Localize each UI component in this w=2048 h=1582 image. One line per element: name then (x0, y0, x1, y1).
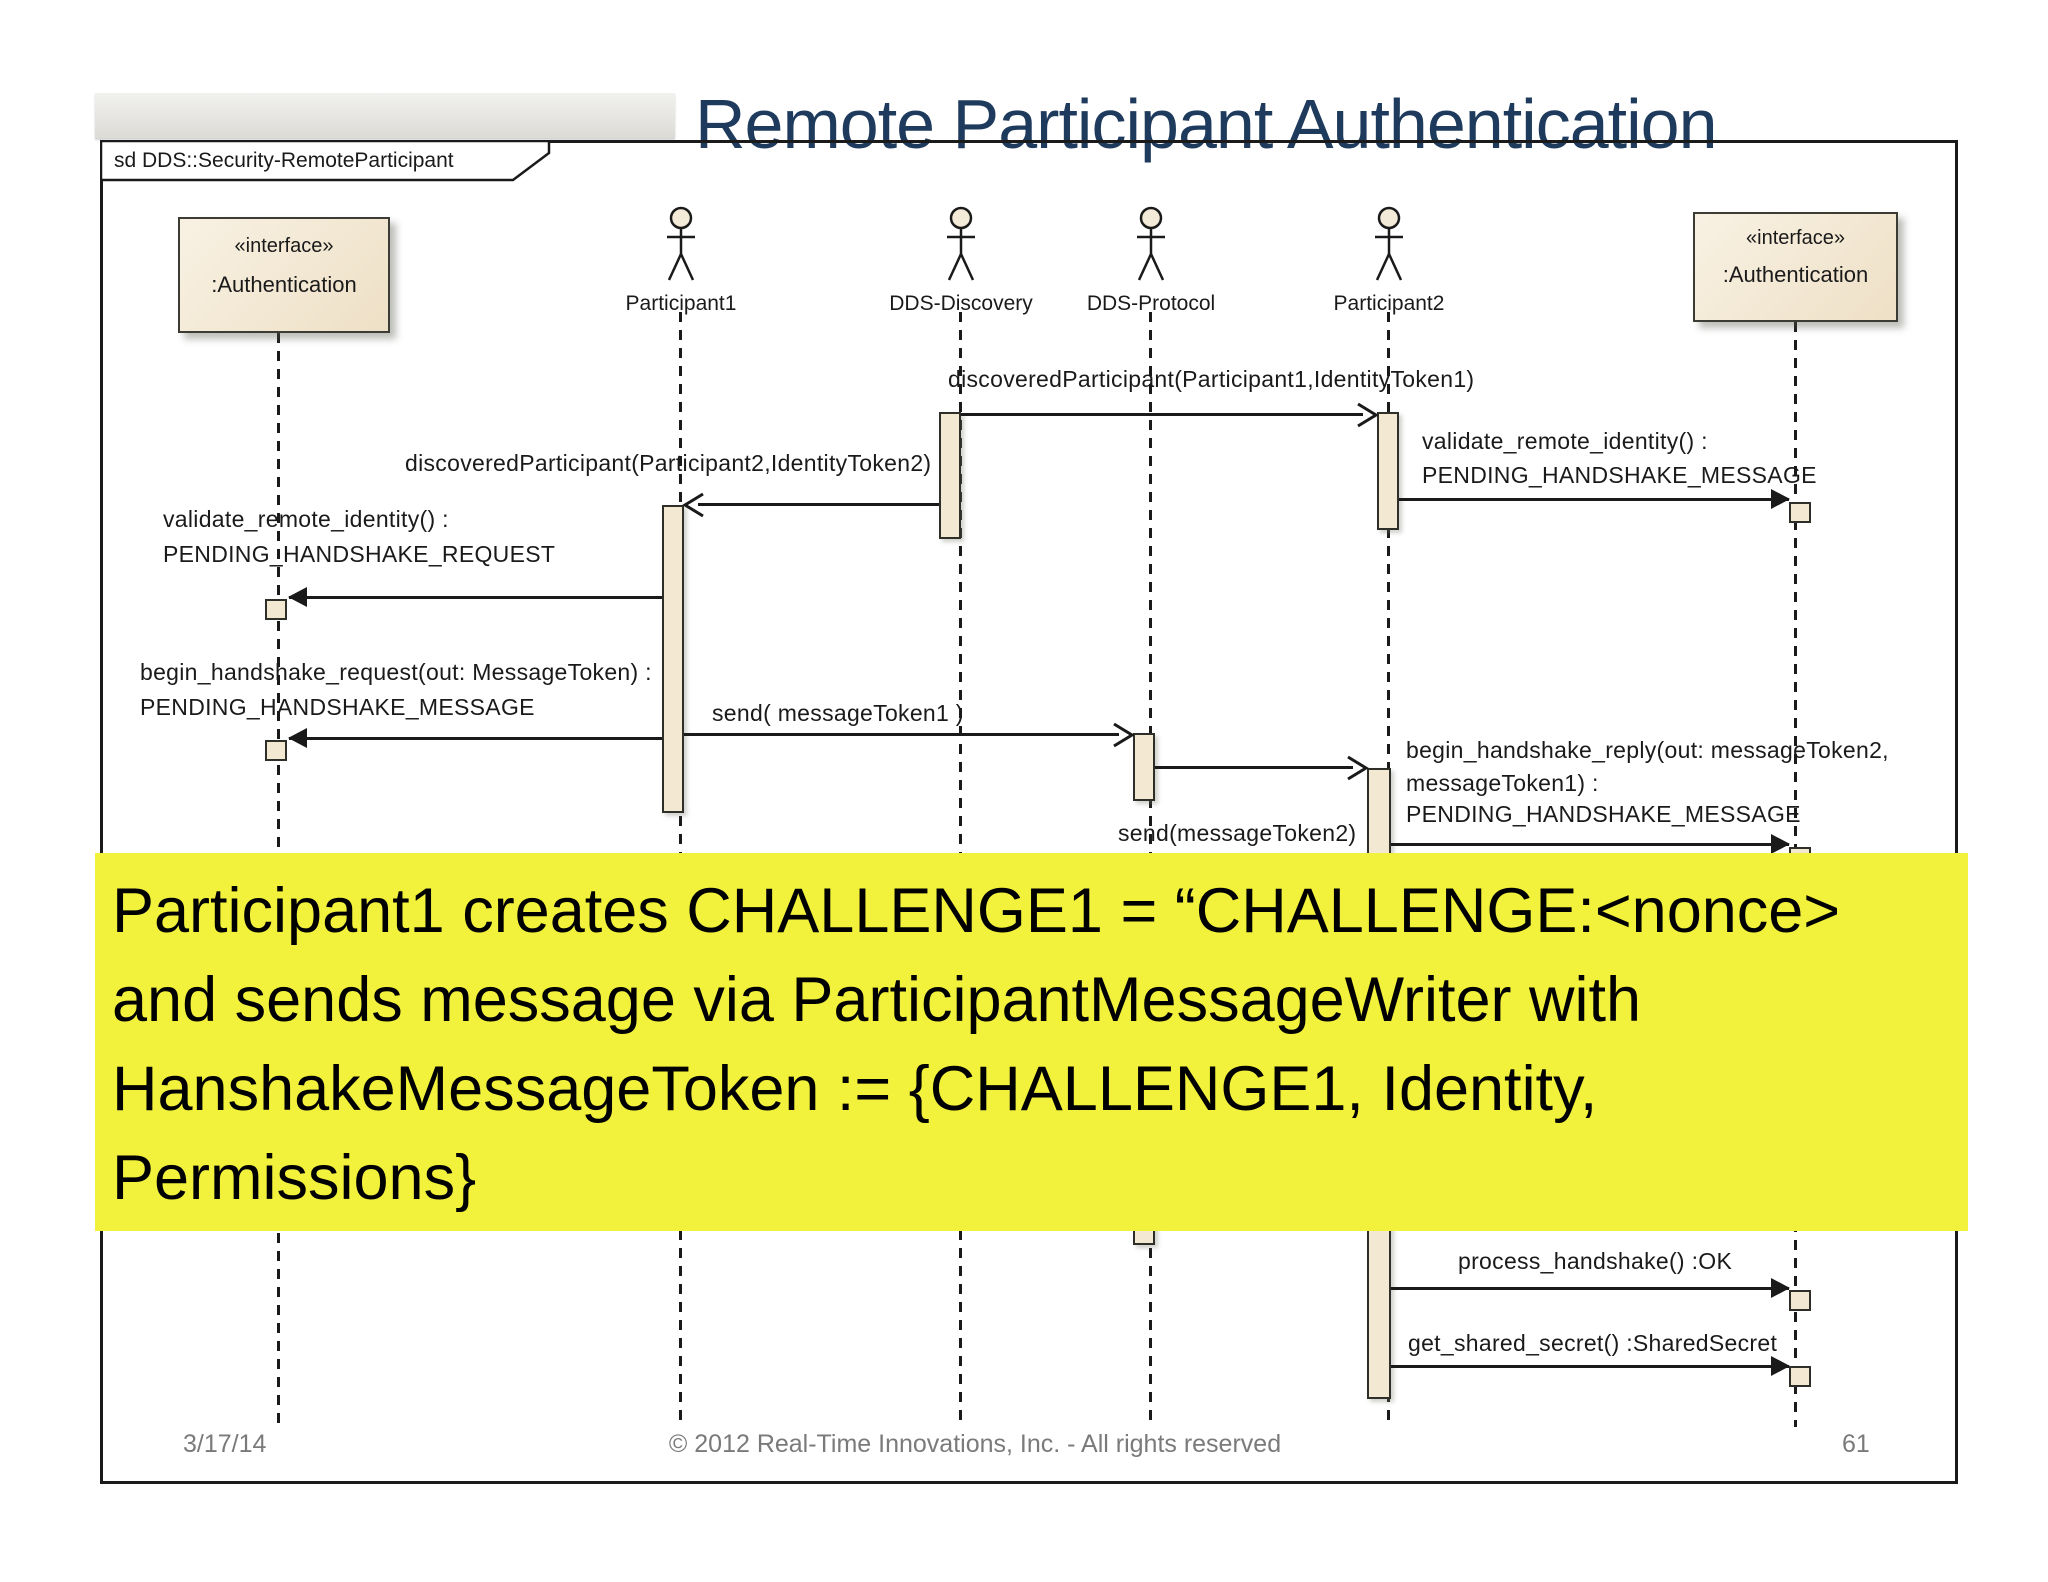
activation-auth-right-1 (1789, 502, 1811, 523)
message-label: send(messageToken2) (1118, 820, 1357, 846)
message-label: PENDING_HANDSHAKE_REQUEST (163, 541, 556, 567)
activation-auth-right-4 (1789, 1366, 1811, 1387)
message-label: discoveredParticipant(Participant2,Ident… (405, 450, 932, 476)
activation-dds-discovery (939, 412, 961, 539)
activation-auth-right-3 (1789, 1290, 1811, 1311)
arrow-begin-handshake-request (288, 726, 662, 752)
actor-label-participant2: Participant2 (1333, 292, 1445, 315)
arrow-send-messagetoken1 (684, 722, 1135, 748)
stereotype-label: «interface» (234, 235, 334, 257)
annotation-note: Participant1 creates CHALLENGE1 = “CHALL… (95, 853, 1968, 1231)
actor-icon-dds-discovery (947, 206, 975, 281)
message-label: PENDING_HANDSHAKE_MESSAGE (1406, 801, 1801, 827)
message-label: validate_remote_identity() : (1422, 428, 1708, 454)
frame-tab (100, 140, 551, 182)
arrow-validate-remote-identity-right (1399, 487, 1790, 513)
note-line: HanshakeMessageToken := {CHALLENGE1, Ide… (112, 1054, 1598, 1124)
message-label: PENDING_HANDSHAKE_MESSAGE (1422, 462, 1817, 488)
message-label: messageToken1) : (1406, 770, 1599, 796)
arrow-process-handshake (1391, 1276, 1790, 1302)
actor-icon-participant2 (1375, 206, 1403, 281)
message-label: validate_remote_identity() : (163, 506, 449, 532)
footer-date: 3/17/14 (183, 1430, 267, 1458)
frame-label: sd DDS::Security-RemoteParticipant (114, 149, 454, 172)
stereotype-label: «interface» (1746, 227, 1845, 249)
note-line: and sends message via ParticipantMessage… (112, 965, 1642, 1035)
activation-auth-left-2 (265, 740, 287, 761)
actor-icon-dds-protocol (1137, 206, 1165, 281)
footer-page-number: 61 (1842, 1430, 1870, 1458)
message-label: process_handshake() :OK (1458, 1248, 1733, 1274)
arrow-get-shared-secret (1391, 1354, 1790, 1380)
actor-label-dds-discovery: DDS-Discovery (889, 292, 1033, 315)
note-line: Participant1 creates CHALLENGE1 = “CHALL… (112, 876, 1841, 946)
message-label: begin_handshake_reply(out: messageToken2… (1406, 737, 1889, 763)
arrow-deliver-messagetoken1 (1155, 755, 1369, 781)
actor-label-dds-protocol: DDS-Protocol (1086, 292, 1216, 315)
arrow-discovered-participant1 (961, 402, 1379, 428)
arrow-begin-handshake-reply (1391, 832, 1790, 858)
message-label: send( messageToken1 ) (712, 700, 964, 726)
activation-auth-left-1 (265, 599, 287, 620)
arrow-validate-remote-identity-left (288, 585, 662, 611)
header-gray-bar (95, 93, 675, 138)
interface-name: :Authentication (211, 272, 357, 297)
interface-box-auth-right: «interface» :Authentication (1693, 212, 1898, 322)
message-label: discoveredParticipant(Participant1,Ident… (948, 366, 1475, 392)
interface-box-auth-left: «interface» :Authentication (178, 217, 390, 333)
page-title: Remote Participant Authentication (695, 85, 1718, 163)
message-label: begin_handshake_request(out: MessageToke… (140, 659, 652, 685)
activation-participant2-1 (1377, 412, 1399, 530)
activation-participant1 (662, 505, 684, 813)
actor-label-participant1: Participant1 (625, 292, 737, 315)
message-label: get_shared_secret() :SharedSecret (1408, 1330, 1778, 1356)
footer-copyright: © 2012 Real-Time Innovations, Inc. - All… (668, 1430, 1282, 1458)
note-line: Permissions} (112, 1143, 477, 1213)
activation-dds-protocol-1 (1133, 733, 1155, 801)
message-label: PENDING_HANDSHAKE_MESSAGE (140, 694, 535, 720)
interface-name: :Authentication (1722, 262, 1869, 287)
arrow-discovered-participant2 (682, 492, 939, 518)
actor-icon-participant1 (667, 206, 695, 281)
diagram-frame (100, 140, 1958, 1484)
